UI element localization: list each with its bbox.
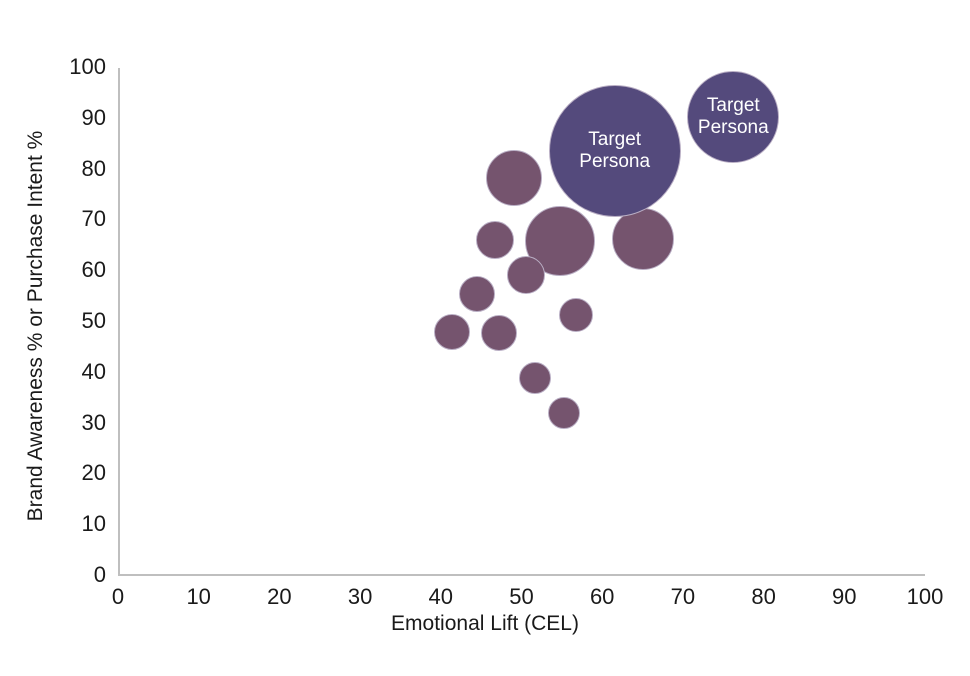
- x-tick-label: 50: [509, 584, 534, 609]
- x-tick-label: 0: [111, 584, 125, 609]
- x-axis-title: Emotional Lift (CEL): [391, 612, 579, 635]
- x-tick-label: 90: [832, 584, 857, 609]
- x-tick-label: 20: [267, 584, 292, 609]
- bubble-data-point[interactable]: [506, 255, 545, 294]
- x-tick-label: 40: [428, 584, 454, 609]
- y-tick-label: 10: [81, 511, 106, 537]
- x-tick-label: 100: [906, 584, 944, 609]
- bubble-data-point[interactable]: [558, 298, 593, 333]
- y-tick-label: 70: [81, 206, 106, 232]
- y-tick-label: 90: [81, 104, 106, 130]
- bubble-target-persona[interactable]: Target Persona: [548, 84, 681, 217]
- bubble-data-point[interactable]: [458, 276, 495, 313]
- bubble-data-point[interactable]: [518, 361, 551, 394]
- bubble-data-point[interactable]: [611, 208, 674, 271]
- y-tick-label: 20: [81, 460, 106, 486]
- bubble-data-point[interactable]: [485, 150, 542, 207]
- bubble-data-point[interactable]: [481, 315, 518, 352]
- bubble-data-point[interactable]: [547, 397, 580, 430]
- y-axis-title: Brand Awareness % or Purchase Intent %: [24, 130, 47, 522]
- bubble-data-point[interactable]: [476, 221, 515, 260]
- y-tick-label: 0: [93, 562, 106, 587]
- y-tick-label: 80: [81, 155, 106, 181]
- x-tick-label: 80: [751, 584, 776, 609]
- y-tick-label: 50: [81, 308, 106, 333]
- bubble-label: Target Persona: [579, 128, 651, 172]
- bubble-data-point[interactable]: [434, 314, 471, 351]
- y-tick-label: 30: [81, 409, 106, 435]
- x-tick-label: 10: [186, 584, 211, 609]
- y-tick-label: 100: [69, 54, 106, 79]
- y-tick-label: 60: [81, 257, 106, 283]
- y-tick-label: 40: [81, 358, 106, 384]
- bubble-target-persona[interactable]: Target Persona: [687, 70, 780, 163]
- x-tick-label: 60: [589, 584, 615, 609]
- x-tick-label: 70: [670, 584, 696, 609]
- bubble-label: Target Persona: [697, 94, 769, 138]
- x-tick-label: 30: [347, 584, 373, 609]
